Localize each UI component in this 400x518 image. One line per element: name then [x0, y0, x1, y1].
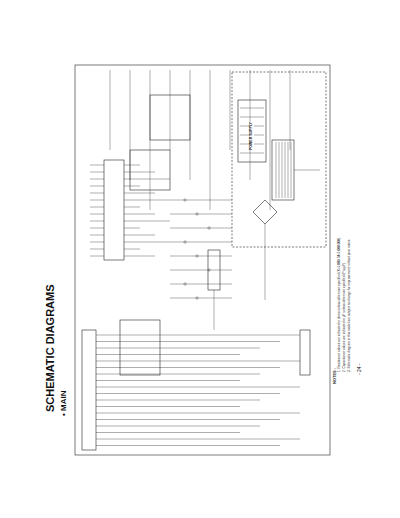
transformer: [272, 140, 294, 200]
voltage-table: [238, 100, 266, 162]
note-text: 1. Resistance values are indicated in oh…: [338, 237, 342, 372]
connector: [300, 330, 310, 375]
note-text: • MAIN: [60, 391, 69, 416]
note-text: 3. Schematic diagram in this model are s…: [348, 239, 352, 372]
wires: [90, 70, 320, 446]
note-text: 2. Capacitance values are indicated in µ…: [343, 262, 347, 372]
ic-main: [104, 160, 124, 260]
connector: [82, 330, 96, 450]
power-supply-box: [232, 72, 326, 247]
bridge-rectifier: [253, 200, 277, 224]
page-title: SCHEMATIC DIAGRAMS: [44, 284, 56, 412]
schematic-border: [75, 65, 330, 455]
note-text: - 24 -: [357, 363, 363, 375]
note-text: POWER SUPPLY: [250, 122, 254, 150]
note-text: NOTES :: [333, 368, 337, 384]
ic-secondary: [120, 320, 160, 375]
